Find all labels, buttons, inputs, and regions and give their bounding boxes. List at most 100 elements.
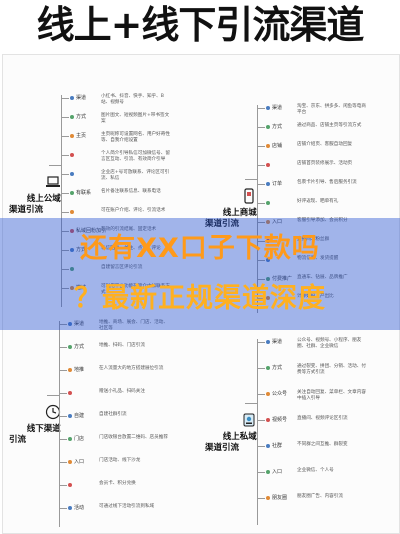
node-dot-icon [266,276,270,281]
branch-leaf-text: 企业店+号可放联系、评论区可引流、私信 [101,170,170,181]
node-dot-icon [68,505,72,510]
branch-node: 方式 [266,365,282,372]
branch-node: 方式 [266,124,282,131]
branch-node: 门店 [68,436,84,443]
branch-node [266,257,272,264]
branch-node: 方式 [68,344,84,351]
branch-leaf-text: 自建留言区评论引流 [101,265,143,270]
branch-leaf-text: 直通车、钻展、品牌推广 [297,275,348,280]
branch-label: 渠道 [74,321,85,327]
branch-node [266,238,272,245]
branch-leaf-text: 图片图文、短视频图片+带书签文案 [101,113,170,124]
node-dot-icon [70,171,74,176]
branch-leaf-text: 关注自动回复、菜单栏、文章内容中插入引导 [297,390,366,401]
online-commerce-map: 线上商城 渠道引流 渠道淘宝、京东、拼多多、闲鱼等电商平台方式通过商品、店铺主页… [201,55,399,315]
branch-leaf-text: 可通过线下活动引流到私域 [99,504,155,509]
node-dot-icon [70,209,74,214]
branch-node: 渠道 [266,339,282,346]
branch-label: 店铺 [272,143,283,149]
node-dot-icon [68,459,72,464]
node-dot-icon [70,247,74,252]
banner-overlay [0,218,400,330]
branch-node: 私域回粉加引 [70,228,106,235]
clock-icon [21,393,60,420]
branch-node [70,152,76,159]
branch-node: 公众号 [266,391,287,398]
branch-leaf-text: 有效的引流结尾、固定话术 [101,227,157,232]
branch-leaf-text: 朋友圈广告、内容引流 [297,494,343,499]
branch-node: 朋友圈 [266,495,287,502]
node-dot-icon [68,344,72,349]
branch-label: 入口 [272,469,283,475]
branch-label: 渠道 [76,95,87,101]
node-dot-icon [266,339,270,344]
branch-leaf-text: 计算好投入产出比 [297,294,334,299]
branch-node: 社群 [266,443,282,450]
overlay-headline-2: ？最新正规渠道深度 [74,283,326,314]
branch-node: 渠道 [68,321,84,328]
branch-node: 入口 [68,459,84,466]
branch-label: 活动 [74,505,85,511]
branch-node [68,482,74,489]
branch-leaf-text: 店铺首页装修展示、活动页 [297,161,353,166]
laptop-icon [21,163,60,187]
node-dot-icon [70,266,74,271]
branch-node: 自建 [68,413,84,420]
branch-leaf-text: 公众号、视频号、小程序、朋友圈、社群、企业微信 [297,338,362,349]
branch-label: 视频号 [272,417,288,423]
branch-label: 渠道 [272,105,283,111]
branch-label: 方式 [272,124,283,130]
mindmap-sheet: 线上公域 渠道引流 渠道 小红书、抖音、快手、知乎、B站、视频号方式 图片图文、短视… [2,54,400,534]
branch-label: 公众号 [272,391,288,397]
node-dot-icon [68,436,72,441]
online-public-title: 线上公域 渠道引流 [9,194,61,215]
branch-leaf-text: 包裹卡片引导、售后服务引流 [297,180,357,185]
branch-node: 有联系 [70,190,91,197]
branch-node: 地推 [68,367,84,374]
node-dot-icon [70,114,74,119]
branch-label: 朋友圈 [272,495,288,501]
branch-label: 入口 [272,219,283,225]
branch-node: 活动 [68,505,84,512]
branch-leaf-text: 小红书、抖音、快手、知乎、B站、视频号 [101,94,164,105]
branch-label: 入口 [74,459,85,465]
branch-leaf-text: 可在账户介绍、评论、引流话术 [101,208,166,213]
node-dot-icon [70,133,74,138]
branch-node: 付费推广 [266,276,292,283]
branch-node: 方式 [70,114,86,121]
online-public-map: 线上公域 渠道引流 渠道 小红书、抖音、快手、知乎、B站、视频号方式 图片图文、短视… [3,55,201,307]
node-dot-icon [68,390,72,395]
branch-label: 描述 [76,285,87,291]
node-dot-icon [70,228,74,233]
branch-leaf-text: 私信回复、关注、点赞、评论 [101,246,161,251]
badge-icon [217,401,255,427]
online-public-root: 线上公域 渠道引流 [9,141,61,227]
node-dot-icon [266,124,270,129]
overlay-headline-1: 还有XX口子下款吗 [80,233,320,264]
branch-leaf-text: 门店活动、线下沙龙 [99,458,141,463]
branch-label: 主页 [76,133,87,139]
branch-label: 门店 [74,436,85,442]
branch-node: 店铺 [266,143,282,150]
branch-label: 方式 [272,365,283,371]
node-dot-icon [70,152,74,157]
branch-node [70,171,76,178]
online-commerce-title: 线上商城 渠道引流 [205,208,257,229]
node-dot-icon [266,495,270,500]
branch-label: 渠道 [272,339,283,345]
branch-leaf-text: 自建社群引流 [99,412,127,417]
branch-node [266,162,272,169]
node-dot-icon [68,413,72,418]
node-dot-icon [70,190,74,195]
branch-node: 主页 [70,133,86,140]
branch-label: 社群 [272,443,283,449]
branch-label: 方式 [76,114,87,120]
branch-node [70,266,76,273]
branch-leaf-text: 门店收银台放置二维码、店员推荐 [99,435,168,440]
branch-leaf-text: 赠送小礼品、扫码关注 [99,389,145,394]
online-private-title: 线上私域 渠道引流 [205,432,257,453]
node-dot-icon [266,443,270,448]
branch-leaf-text: 在人流量大的地方搭建展位引流 [99,366,164,371]
node-dot-icon [266,105,270,110]
offline-root: 线下渠道 引流 [9,371,61,457]
